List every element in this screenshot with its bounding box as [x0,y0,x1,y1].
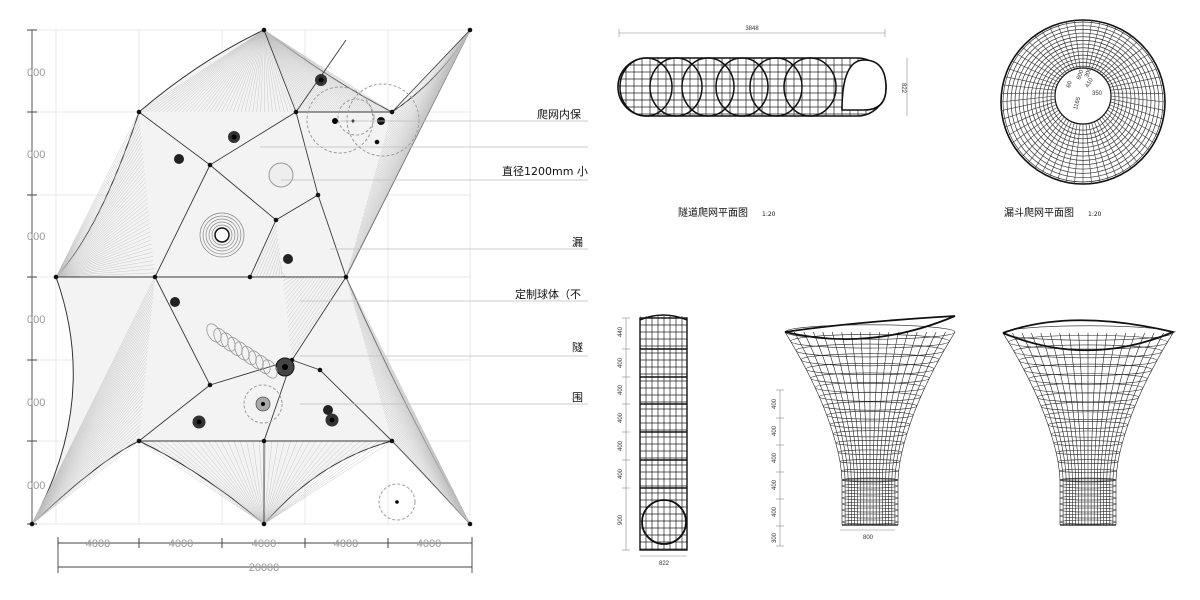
funnel-elevation: 400 400 400 400 400 300 800 [772,315,1176,547]
bottom-dim-label: 4000 [169,538,193,550]
callout-label: 围 [572,391,583,404]
bottom-dim-label: 4000 [252,538,276,550]
funnel-plan-title: 漏斗爬网平面图 [1004,207,1074,219]
funnel-plan-scale: 1:20 [1088,211,1102,218]
callout-label: 爬网内保 [537,107,581,121]
sphere-marker [170,297,180,307]
funnel-elev-dim: 400 [772,452,778,463]
sphere-marker [174,154,184,164]
tunnel-plan: 3848 822 隧道爬网平面图 1:20 [617,26,908,219]
tunnel-width-dim: 822 [900,83,906,94]
funnel-elev-dim: 400 [772,506,778,517]
dashed-circles [243,83,420,521]
callout-label: 漏 [572,236,583,249]
sphere-marker [283,254,293,264]
funnel-plan-label: 300 [1084,67,1093,79]
left-dim-label: 000 [27,314,45,326]
funnel-elev-dim: 300 [772,532,778,543]
small-sphere-marker [268,162,294,188]
left-dim-label: 000 [27,480,45,492]
funnel-plan-label: 600 [1076,69,1085,81]
funnel-elev-dim: 400 [772,425,778,436]
funnel-elev-width: 800 [863,535,874,541]
tunnel-plan-scale: 1:20 [762,211,776,218]
net-ridges [56,29,471,524]
tunnel-elev-width: 822 [659,561,670,567]
tunnel-plan-marker [206,323,278,379]
left-dim-label: 000 [27,67,45,79]
tunnel-elev-dim: 400 [618,384,624,395]
tunnel-elev-dim: 400 [618,412,624,423]
funnel-plan: 1165 60 350 410 600 300 漏斗爬网平面图 1:20 [1000,19,1166,219]
bottom-dim-label: 4000 [417,538,441,550]
plan-elements [170,74,420,521]
tunnel-length-dim: 3848 [745,26,759,32]
tunnel-elev-dim: 400 [618,357,624,368]
funnel-plan-label: 410 [1085,77,1096,89]
funnel-plan-label: 1165 [1073,96,1082,111]
funnel-plan-label: 60 [1066,80,1074,89]
funnel-elevation-1 [784,315,956,526]
callout-leaders [260,120,588,405]
funnel-elev-dim: 400 [772,398,778,409]
tunnel-elevation: 440 400 400 400 400 400 900 822 [618,314,688,567]
callout-label: 隧 [572,340,583,354]
callout-label: 直径1200mm 小 [502,164,588,178]
callout-label: 定制球体（不 [515,287,581,301]
tunnel-elev-dim: 400 [618,468,624,479]
left-dim-label: 000 [27,397,45,409]
funnel-elev-dim: 400 [772,479,778,490]
site-plan: 000 000 000 000 000 000 4000 4000 4000 4… [27,27,588,574]
funnel-plan-label: 350 [1092,91,1103,97]
total-dim-label: 20000 [249,562,280,574]
bottom-dim-label: 4000 [334,538,358,550]
left-dim-label: 000 [27,231,45,243]
bottom-dim-label: 4000 [86,538,110,550]
funnel-plan-marker [199,212,245,258]
funnel-elevation-2 [1002,319,1176,526]
tunnel-plan-title: 隧道爬网平面图 [678,206,748,219]
left-dim-label: 000 [27,149,45,161]
tunnel-elev-dim: 400 [618,440,624,451]
tunnel-elev-dim: 440 [618,326,624,337]
tunnel-elev-dim: 900 [618,514,624,525]
sphere-marker [323,405,333,415]
